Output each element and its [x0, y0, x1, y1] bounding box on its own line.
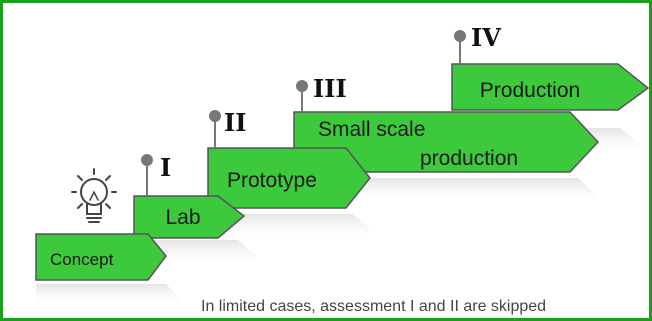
assessment-pin-2: II: [209, 108, 246, 148]
footnote-text: In limited cases, assessment I and II ar…: [201, 298, 546, 315]
stage-prototype: Prototype: [207, 147, 371, 209]
assessment-label-3: III: [313, 74, 347, 103]
stage-prototype-label: Prototype: [227, 169, 317, 192]
stage-concept-label: Concept: [50, 250, 114, 269]
assessment-label-4: IV: [471, 23, 501, 52]
lightbulb-icon: [71, 168, 117, 223]
stage-production: Production: [451, 63, 650, 111]
stage-small-scale-label-line1: Small scale: [318, 118, 425, 141]
assessment-label-2: II: [224, 108, 246, 137]
stage-concept: Concept: [35, 233, 167, 281]
stage-lab: Lab: [133, 195, 246, 239]
stage-lab-label: Lab: [165, 206, 200, 229]
stage-small-scale-label-line2: production: [420, 147, 518, 170]
stage-production-label: Production: [480, 79, 580, 102]
assessment-pin-3: III: [296, 74, 347, 112]
assessment-label-1: I: [160, 153, 171, 182]
stage-small-scale-production: Small scale production: [293, 111, 600, 173]
assessment-pin-4: IV: [454, 23, 501, 64]
assessment-pin-1: I: [141, 153, 171, 196]
